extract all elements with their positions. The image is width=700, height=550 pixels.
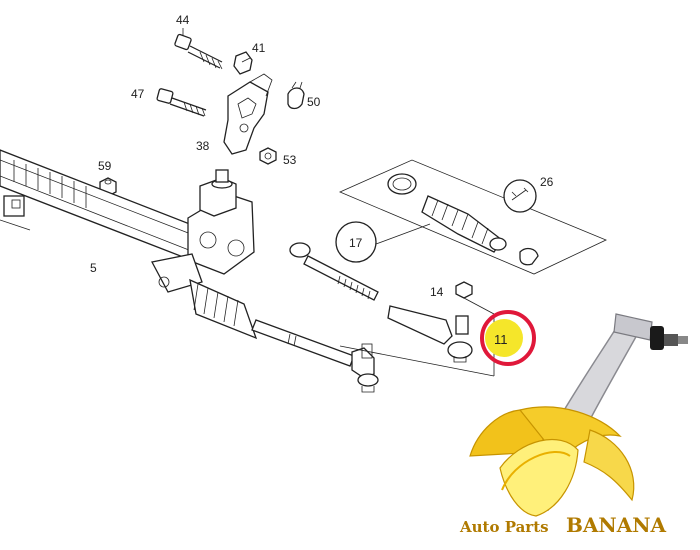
- label-41: 41: [252, 41, 266, 55]
- label-26: 26: [540, 175, 554, 189]
- label-47: 47: [131, 87, 145, 101]
- repair-kit-26: [338, 159, 607, 275]
- bolt-44: [174, 28, 223, 70]
- label-44: 44: [176, 13, 190, 27]
- banana-logo-icon: [469, 406, 635, 517]
- label-5: 5: [90, 261, 97, 275]
- bolt-47: [156, 88, 207, 117]
- tie-rod-17: [289, 221, 431, 301]
- label-11: 11: [494, 332, 508, 347]
- label-17: 17: [349, 236, 363, 250]
- brand-prefix: Auto Parts: [459, 518, 549, 536]
- clip-41: [233, 51, 253, 75]
- nut-14: [455, 281, 495, 315]
- label-59: 59: [98, 159, 112, 173]
- part-11-marker[interactable]: 11: [480, 310, 536, 366]
- clamp-50: [287, 81, 305, 110]
- label-14: 14: [430, 285, 444, 299]
- label-50: 50: [307, 95, 321, 109]
- nut-53: [259, 147, 277, 165]
- label-53: 53: [283, 153, 297, 167]
- steering-rack-5: [0, 149, 379, 393]
- label-38: 38: [196, 139, 210, 153]
- bracket-38: [223, 73, 273, 155]
- brand-name: BANANA: [566, 513, 667, 537]
